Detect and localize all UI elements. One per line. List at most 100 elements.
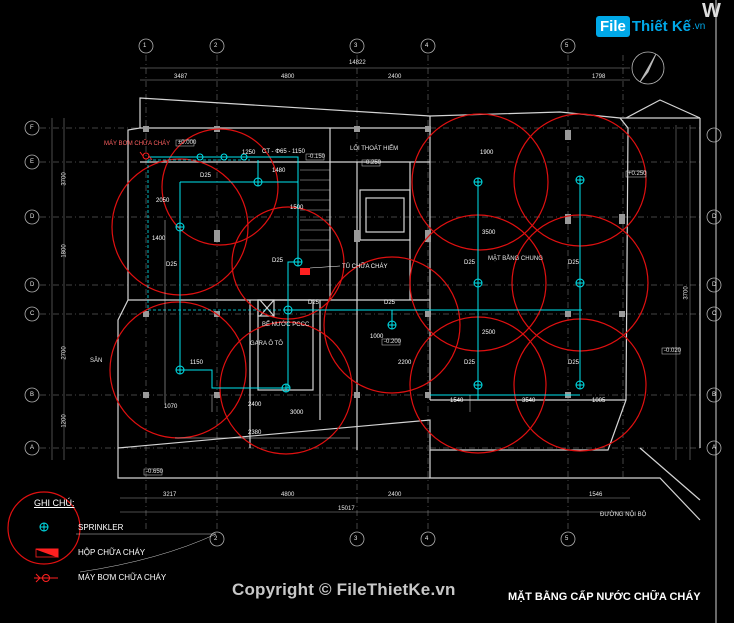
run-dim: 3500 — [482, 230, 496, 236]
fire-hose-cabinet-icon — [35, 548, 59, 558]
dim-top: 4800 — [281, 74, 295, 80]
run-dim: 1500 — [290, 205, 304, 211]
axis-label-row: D — [712, 214, 717, 220]
level-tag: -0.200 — [384, 339, 402, 345]
dim-total-bottom: 15017 — [338, 506, 355, 512]
fire-hose-cabinet-icon — [300, 268, 310, 275]
axis-label-row: B — [712, 392, 717, 398]
yard-label: SÂN — [90, 358, 103, 364]
axis-lines — [40, 55, 700, 530]
axis-label-col: 2 — [214, 43, 218, 49]
pipe-size-label: D25 — [464, 360, 476, 366]
legend-coverage-circle — [7, 491, 81, 565]
dim-bottom: 1546 — [589, 492, 603, 498]
axis-label-row: D — [30, 282, 35, 288]
axis-label-col: 3 — [354, 536, 358, 542]
road-label: ĐƯỜNG NỘI BỘ — [600, 512, 647, 518]
run-dim: 2380 — [248, 430, 262, 436]
legend-leader-curve — [79, 533, 217, 573]
tank-label: BỂ NƯỚC PCCC — [262, 322, 310, 328]
main-floor-label: MẶT BẰNG CHUNG — [488, 256, 543, 262]
level-tag: -0.150 — [308, 154, 326, 160]
pipe-size-label: D25 — [568, 360, 580, 366]
sprinkler-head-icon — [39, 522, 49, 532]
axis-label-row: C — [30, 311, 35, 317]
wall-piers — [143, 126, 625, 398]
sprinkler-head-icon — [175, 365, 185, 375]
legend-sprinkler-label: SPRINKLER — [78, 523, 124, 532]
stair-label: LỐI THOÁT HIỂM — [350, 146, 399, 152]
cabinet-note: TỦ CHỮA CHÁY — [342, 264, 388, 270]
sprinkler-head-icon — [575, 278, 585, 288]
logo-text: Thiết Kế — [631, 17, 692, 35]
sprinkler-head-icon — [220, 153, 228, 161]
legend-heading: GHI CHÚ: — [34, 498, 75, 508]
pipe-size-label: D25 — [568, 260, 580, 266]
run-dim: 2400 — [248, 402, 262, 408]
run-dim: 1540 — [450, 398, 464, 404]
garage-label: GARA Ô TÔ — [250, 341, 283, 347]
run-dim: 1150 — [190, 360, 203, 366]
pipe-spec-label: CT - Φ65 - 1150 — [262, 149, 305, 155]
run-dim: 1480 — [272, 168, 286, 174]
level-tag-boxes — [143, 139, 681, 476]
pipe-size-label: D25 — [166, 262, 178, 268]
axis-label-row: C — [712, 311, 717, 317]
level-tag: +0.250 — [628, 171, 647, 177]
dim-bottom: 3217 — [163, 492, 177, 498]
sprinkler-coverage — [161, 128, 279, 246]
legend-cabinet-label: HỘP CHỮA CHÁY — [78, 548, 146, 557]
run-dim: 2200 — [398, 360, 412, 366]
axis-label-col: 4 — [425, 43, 429, 49]
axis-label-col: 2 — [214, 536, 218, 542]
pipe-size-label: D25 — [200, 173, 212, 179]
dim-left: 3700 — [61, 172, 68, 186]
run-dim: 1250 — [242, 150, 256, 156]
run-dim: 3000 — [290, 410, 304, 416]
dim-top: 2400 — [388, 74, 402, 80]
sprinkler-head-icon — [473, 278, 483, 288]
axis-label-row: A — [712, 445, 717, 451]
run-dim: 1400 — [152, 236, 166, 242]
run-dim: 1900 — [480, 150, 494, 156]
fire-hose-cabinet-outline — [35, 548, 59, 558]
pipe-size-label: D25 — [272, 258, 284, 264]
axis-label-row: B — [30, 392, 35, 398]
run-dim: 2500 — [482, 330, 496, 336]
drawing-title: MẶT BẰNG CẤP NƯỚC CHỮA CHÁY — [508, 591, 701, 603]
axis-label-col: 5 — [565, 536, 569, 542]
run-dim: 1005 — [592, 398, 606, 404]
corner-mark: W — [702, 0, 721, 22]
sprinkler-head-icon — [281, 383, 291, 393]
sprinkler-head-icon — [253, 177, 263, 187]
sprinkler-coverage — [323, 256, 461, 394]
logo-tld: .vn — [692, 20, 706, 32]
dim-top: 1798 — [592, 74, 606, 80]
pipe-size-label: D25 — [384, 300, 396, 306]
legend-pump-label: MÁY BƠM CHỮA CHÁY — [78, 573, 167, 582]
sprinkler-head-icon — [240, 153, 248, 161]
pipe-network — [148, 156, 582, 400]
dimension-lines — [51, 67, 691, 513]
dim-top: 3487 — [174, 74, 188, 80]
level-tag: -0.250 — [364, 160, 382, 166]
sprinkler-head-icon — [293, 257, 303, 267]
sprinkler-head-icon — [575, 175, 585, 185]
run-dim: 1070 — [164, 404, 178, 410]
brand-logo: File Thiết Kế .vn — [596, 12, 705, 40]
level-tag: -0.650 — [146, 469, 164, 475]
logo-box: File — [596, 15, 630, 37]
axis-label-row: D — [30, 214, 35, 220]
sprinkler-head-icon — [283, 305, 293, 315]
axis-label-row: A — [30, 445, 35, 451]
fire-pump-icon — [139, 151, 153, 161]
cabinet-leader — [309, 265, 341, 269]
sprinkler-head-icon — [473, 380, 483, 390]
axis-bubbles — [24, 38, 722, 547]
dim-left: 1800 — [61, 244, 68, 258]
fire-pump-icon — [34, 573, 58, 583]
axis-label-col: 1 — [143, 43, 147, 49]
sprinkler-head-icon — [175, 222, 185, 232]
sprinkler-head-icon — [575, 380, 585, 390]
